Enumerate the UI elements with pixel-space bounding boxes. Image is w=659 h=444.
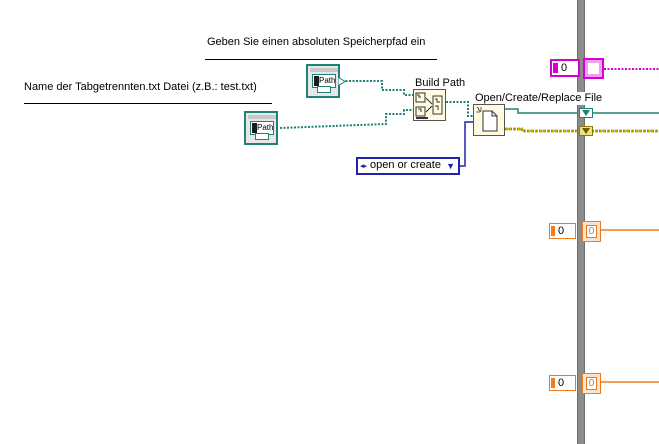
pink-numeric-constant[interactable]: 0 xyxy=(550,59,580,77)
orange-shift-register-2[interactable]: 0 xyxy=(582,373,601,394)
tunnel-down-icon xyxy=(582,110,590,116)
pink-shift-register[interactable] xyxy=(583,58,604,79)
orange-increment-icon xyxy=(551,378,555,388)
path-constant-name-text: Path xyxy=(257,123,274,132)
orange-indicator-value-1: 0 xyxy=(586,225,597,238)
chevron-down-icon[interactable]: ▼ xyxy=(446,161,455,171)
open-file-node[interactable] xyxy=(473,104,505,136)
build-path-icon xyxy=(415,92,443,119)
filename-prompt: Name der Tabgetrennten.txt Datei (z.B.: … xyxy=(24,81,257,93)
path-constant-base-terminal-icon xyxy=(338,77,346,86)
orange-increment-icon xyxy=(551,226,555,236)
path-constant-name[interactable]: Path xyxy=(244,111,278,145)
error-tunnel[interactable] xyxy=(579,126,593,136)
orange-numeric-constant-2[interactable]: 0 xyxy=(549,375,576,391)
open-mode-enum[interactable]: ◂▸open or create ▼ xyxy=(356,157,460,175)
path-wire-name xyxy=(279,109,413,129)
pink-increment-icon xyxy=(553,63,558,73)
path-wire-built xyxy=(446,101,473,117)
orange-numeric-constant-1[interactable]: 0 xyxy=(549,223,576,239)
build-path-label: Build Path xyxy=(415,77,466,89)
orange-indicator-value-2: 0 xyxy=(586,377,597,390)
absolute-path-prompt: Geben Sie einen absoluten Speicherpfad e… xyxy=(207,36,426,48)
path-constant-base[interactable]: Path xyxy=(306,64,340,98)
orange-numeric-value-1: 0 xyxy=(558,225,565,237)
open-file-label: Open/Create/Replace File xyxy=(475,92,603,105)
open-mode-enum-value: open or create xyxy=(370,159,441,171)
orange-shift-register-1[interactable]: 0 xyxy=(582,221,601,242)
orange-numeric-value-2: 0 xyxy=(558,377,565,389)
path-constant-base-text: Path xyxy=(319,76,336,85)
path-wire-base xyxy=(342,80,413,96)
enum-increment-icon: ◂▸ xyxy=(360,163,368,170)
build-path-node[interactable] xyxy=(413,89,446,121)
filename-prompt-rule xyxy=(24,103,272,104)
enum-wire xyxy=(460,121,473,167)
refnum-tunnel[interactable] xyxy=(579,108,593,118)
absolute-path-prompt-rule xyxy=(205,59,437,60)
pink-numeric-value: 0 xyxy=(561,62,568,74)
tunnel-down-icon xyxy=(582,128,590,134)
file-icon xyxy=(476,106,498,132)
